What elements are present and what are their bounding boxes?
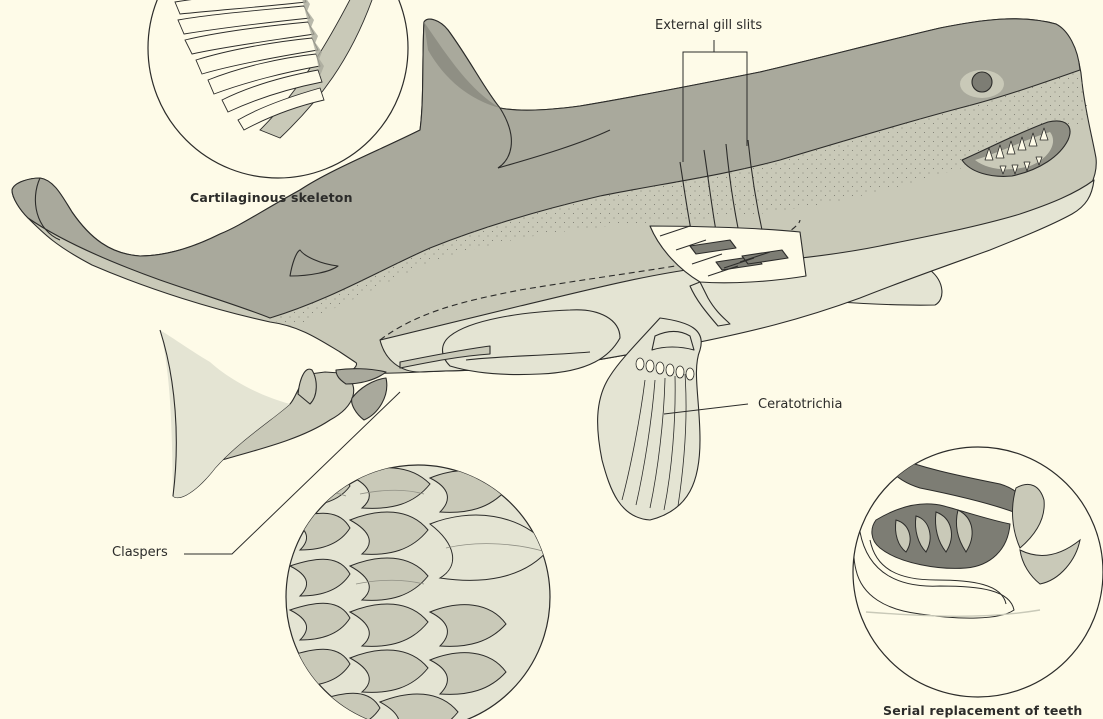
denticle-inset (286, 465, 550, 719)
eye (972, 72, 992, 92)
teeth-inset (853, 447, 1103, 697)
caudal-fin-lower (160, 330, 290, 498)
label-gill-slits: External gill slits (655, 18, 762, 33)
skeleton-inset (148, 0, 408, 178)
label-skeleton: Cartilaginous skeleton (190, 190, 353, 205)
clasper (352, 378, 387, 420)
label-ceratotrichia: Ceratotrichia (758, 397, 842, 412)
label-claspers: Claspers (112, 545, 168, 560)
label-teeth: Serial replacement of teeth (883, 703, 1083, 718)
